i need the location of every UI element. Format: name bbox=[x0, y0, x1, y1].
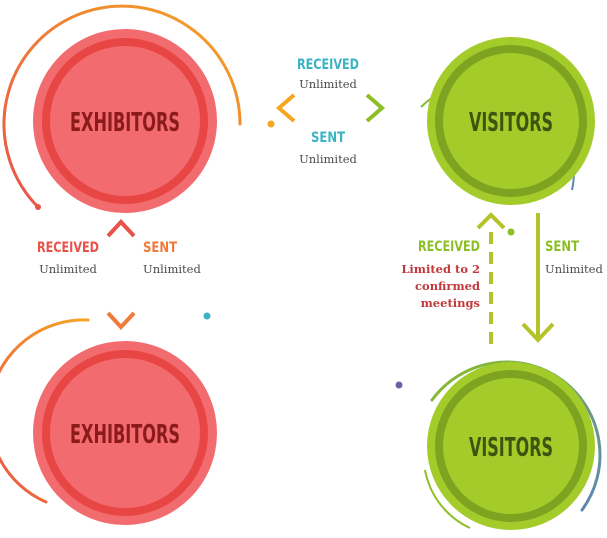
arrow-right-sent bbox=[521, 213, 555, 343]
dot-teal bbox=[203, 312, 211, 320]
right-received-limited-line-1: Limited to 2 bbox=[401, 262, 480, 276]
node-exhibitors-bottom-label: EXHIBITORS bbox=[70, 420, 180, 450]
top-received-title: RECEIVED bbox=[297, 57, 359, 73]
node-exhibitors-top-label: EXHIBITORS bbox=[70, 108, 180, 138]
right-sent-title: SENT bbox=[545, 239, 579, 255]
arc-exhibitors-bottom bbox=[0, 318, 90, 504]
dot-green bbox=[507, 228, 515, 236]
dot-purple bbox=[395, 381, 403, 389]
right-received-limited-line-3: meetings bbox=[421, 296, 480, 310]
right-received-limited-line-2: confirmed bbox=[415, 279, 480, 293]
arrow-right-received-dashed bbox=[476, 212, 506, 344]
left-sent-title: SENT bbox=[143, 240, 177, 256]
node-visitors-top-label: VISITORS bbox=[469, 108, 553, 138]
left-received-value: Unlimited bbox=[39, 262, 97, 276]
arrow-top-bidirectional bbox=[275, 93, 386, 123]
right-received-title: RECEIVED bbox=[418, 239, 480, 255]
left-sent-value: Unlimited bbox=[143, 262, 201, 276]
left-received-title: RECEIVED bbox=[37, 240, 99, 256]
node-exhibitors-bottom: EXHIBITORS bbox=[33, 341, 217, 525]
top-received-value: Unlimited bbox=[299, 77, 357, 91]
top-sent-title: SENT bbox=[311, 130, 345, 146]
dot-orange bbox=[267, 120, 275, 128]
right-sent-value: Unlimited bbox=[545, 262, 603, 276]
node-visitors-top: VISITORS bbox=[427, 37, 595, 205]
arc-exhibitors-top bbox=[2, 4, 242, 209]
node-exhibitors-top: EXHIBITORS bbox=[33, 29, 217, 213]
arc-end-dot-exhibitors-top bbox=[35, 204, 41, 210]
arc-visitors-bottom-inner bbox=[424, 469, 471, 529]
arrow-left-bidirectional bbox=[106, 219, 136, 330]
node-visitors-bottom-label: VISITORS bbox=[469, 433, 553, 463]
node-visitors-bottom: VISITORS bbox=[427, 362, 595, 530]
top-sent-value: Unlimited bbox=[299, 152, 357, 166]
